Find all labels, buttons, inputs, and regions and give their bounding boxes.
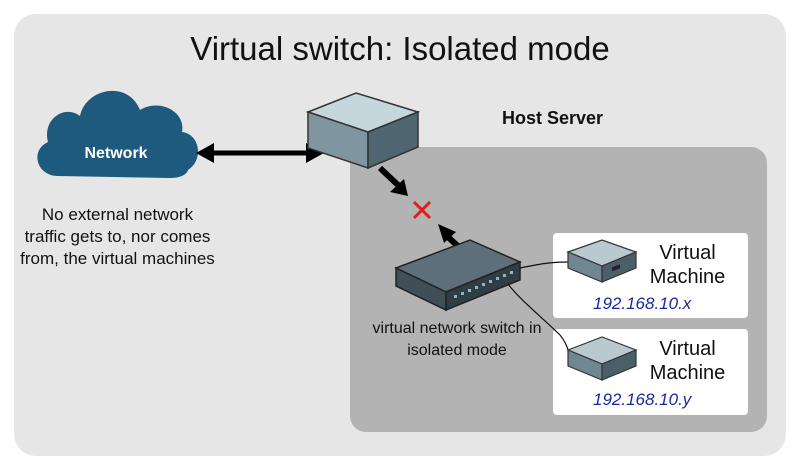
cable-to-vm-2 [507,283,573,361]
server-to-switch-arrow [377,165,408,196]
vm-1-title-line1: Virtual [659,242,716,264]
switch-icon [394,239,522,312]
vm-2-title-line2: Machine [649,362,726,384]
switch-caption: virtual network switch in isolated mode [372,320,542,359]
isolation-note: No external network traffic gets to, nor… [20,205,215,268]
server-icon [305,0,421,170]
vm-2-title-line1: Virtual [659,338,716,360]
bidirectional-arrow [196,143,324,163]
cloud-icon [37,90,199,178]
diagram-title: Virtual switch: Isolated mode [190,30,610,67]
cloud-label: Network [84,145,147,162]
vm-1-title-line2: Machine [649,266,726,288]
vm-server-icon [566,336,638,381]
vm-server-icon [566,239,638,283]
vm-1-ip: 192.168.10.x [593,294,692,313]
blocked-x-icon [412,200,432,220]
cable-to-vm-1 [519,261,569,269]
vm-2-ip: 192.168.10.y [593,390,692,409]
host-server-label: Host Server [502,108,604,128]
